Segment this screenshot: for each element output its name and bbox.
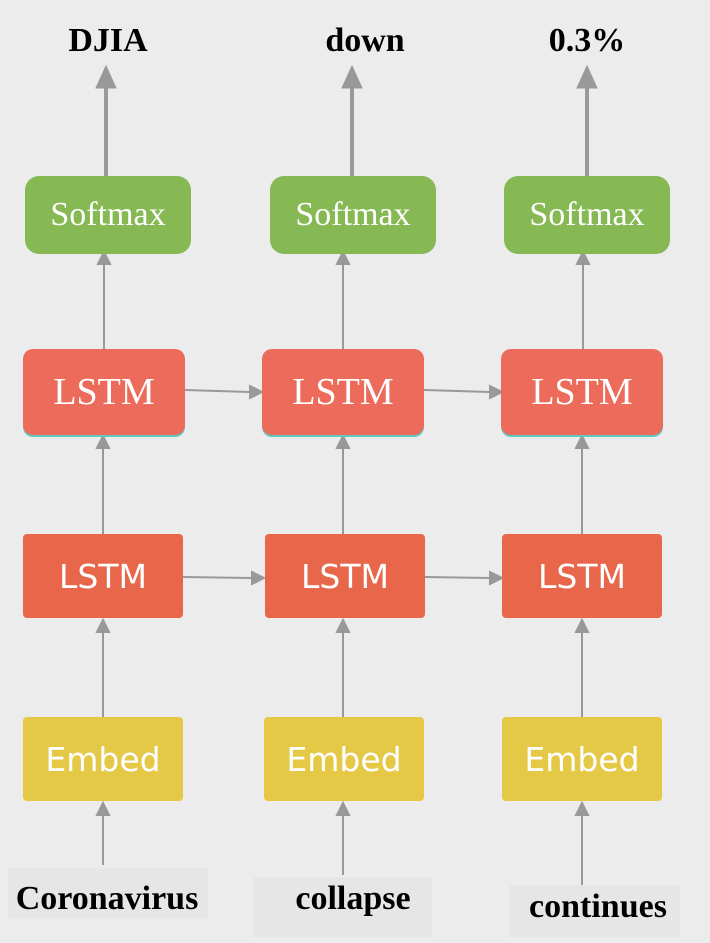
output-arrow-head-3	[576, 64, 598, 89]
input-label-2: collapse	[295, 880, 411, 917]
output-label-2: down	[325, 22, 405, 59]
input-label-3: continues	[529, 888, 667, 925]
lstm-top-box-3: LSTM	[501, 349, 663, 435]
vertical-arrows	[95, 249, 591, 885]
embed-box-1: Embed	[23, 717, 183, 801]
recurrent-arrows	[182, 384, 505, 586]
input-label-1: Coronavirus	[15, 880, 199, 917]
softmax-box-3: Softmax	[504, 176, 670, 254]
output-arrows	[95, 64, 598, 176]
output-label-1: DJIA	[68, 22, 148, 59]
lstm-top-box-2: LSTM	[262, 349, 424, 435]
output-arrow-head-1	[95, 64, 117, 89]
output-label-3: 0.3%	[548, 22, 626, 59]
lstm-bottom-box-1: LSTM	[23, 534, 183, 618]
embed-box-2: Embed	[264, 717, 424, 801]
lstm-top-box-1: LSTM	[23, 349, 185, 435]
lstm-bottom-box-2: LSTM	[265, 534, 425, 618]
softmax-box-2: Softmax	[270, 176, 436, 254]
embed-box-3: Embed	[502, 717, 662, 801]
input-background-3	[510, 885, 680, 937]
input-background-1	[8, 868, 208, 918]
softmax-box-1: Softmax	[25, 176, 191, 254]
input-background-2	[254, 877, 432, 937]
lstm-bottom-box-3: LSTM	[502, 534, 662, 618]
output-arrow-head-2	[341, 64, 363, 89]
